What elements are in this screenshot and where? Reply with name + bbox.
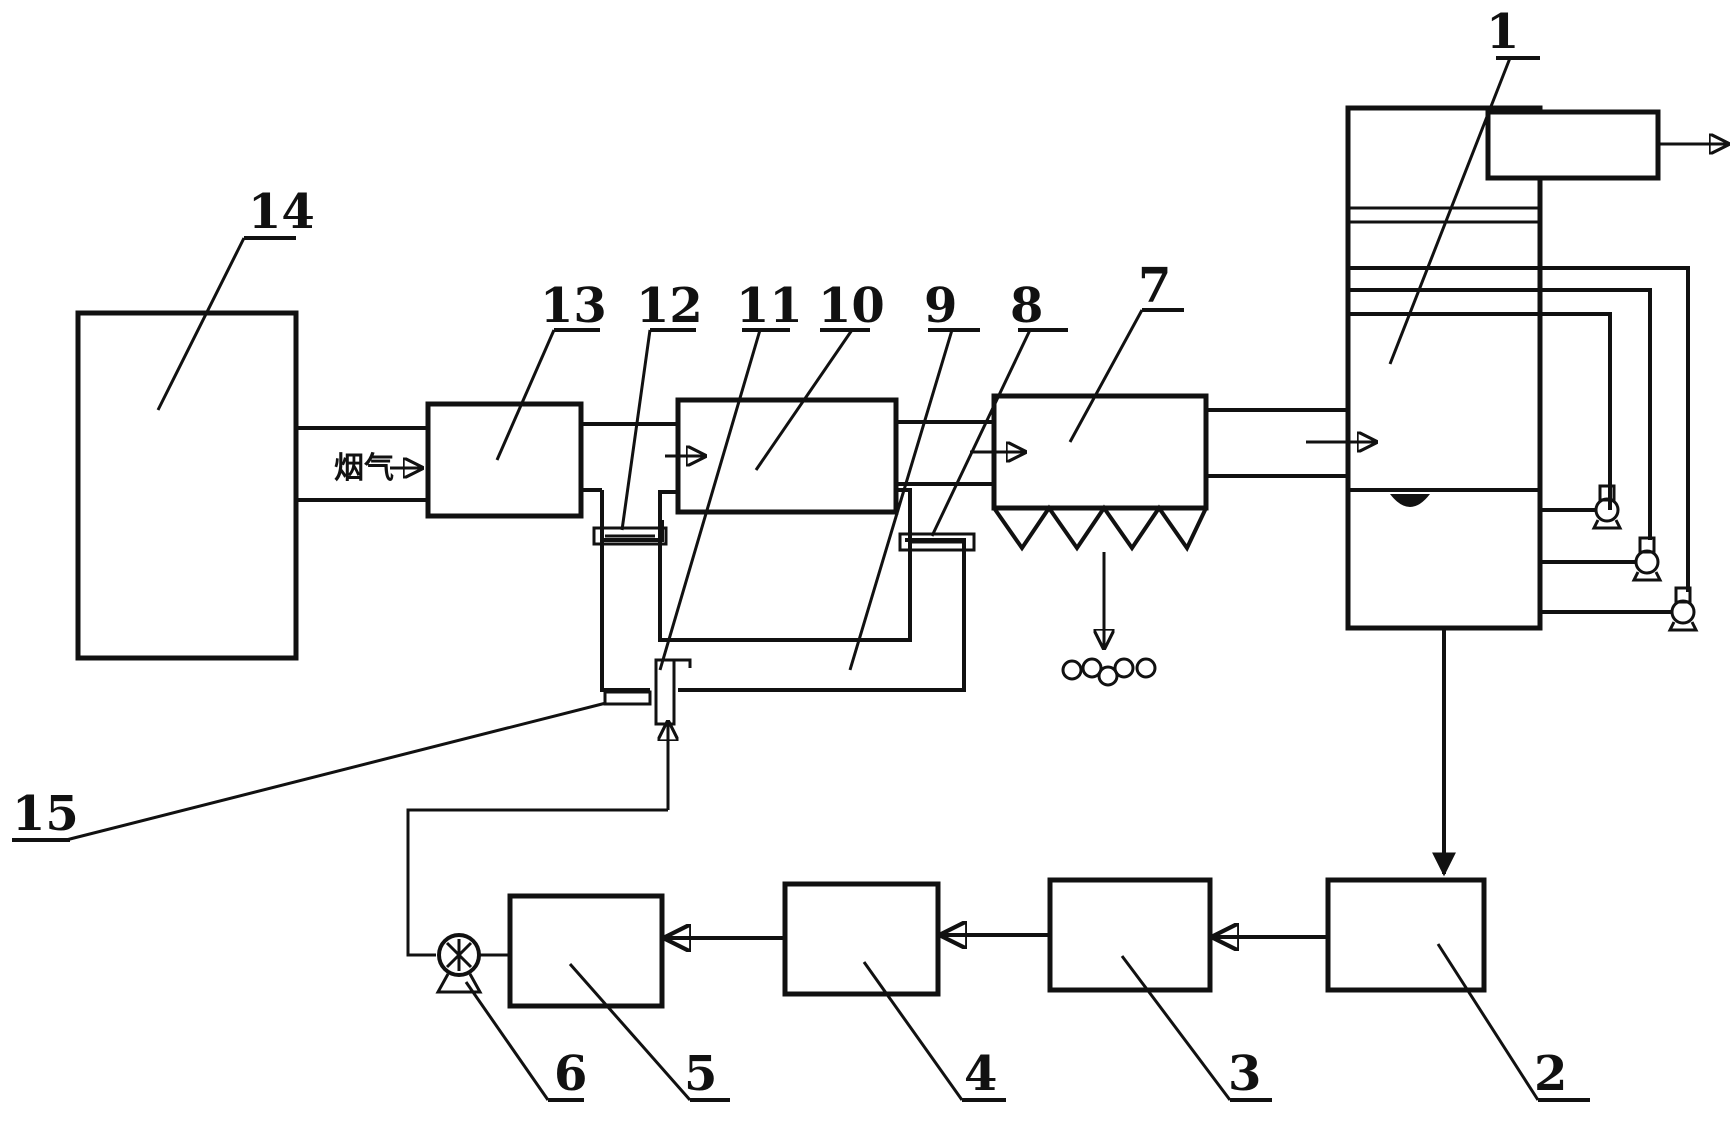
pump-feed-pipe xyxy=(406,808,668,957)
label-2: 2 xyxy=(1534,1046,1567,1102)
label-15: 15 xyxy=(12,786,79,842)
label-10: 10 xyxy=(818,278,885,334)
pump-6-symbol xyxy=(445,939,473,971)
label-7: 7 xyxy=(1138,258,1171,314)
unit-5-box xyxy=(507,893,665,1009)
unit-11-nozzle-cap xyxy=(656,658,692,668)
recirc-line-2 xyxy=(1348,288,1652,564)
unit-3-box xyxy=(1047,877,1213,993)
duct-14-13 xyxy=(296,426,428,502)
unit-7-box xyxy=(991,393,1209,511)
unit-12-element xyxy=(592,526,668,546)
label-4: 4 xyxy=(964,1046,997,1102)
unit-2-box xyxy=(1325,877,1487,993)
unit-8-element xyxy=(898,532,976,552)
unit-15-element xyxy=(603,690,652,706)
duct-7-1 xyxy=(1206,408,1348,478)
label-3: 3 xyxy=(1228,1046,1261,1102)
loop-12-vessel xyxy=(600,490,664,692)
label-9: 9 xyxy=(924,278,957,334)
label-underlines xyxy=(12,56,1590,1102)
label-8: 8 xyxy=(1010,278,1043,334)
flue-gas-label: 烟气 xyxy=(334,451,394,486)
label-12: 12 xyxy=(636,278,703,334)
label-1: 1 xyxy=(1486,4,1519,60)
label-13: 13 xyxy=(540,278,607,334)
label-5: 5 xyxy=(684,1046,717,1102)
pump-icon xyxy=(1631,536,1663,582)
unit-13-box xyxy=(425,401,584,519)
recirc-line-3 xyxy=(1348,266,1690,614)
leader-lines xyxy=(65,57,1540,1101)
unit-4-box xyxy=(782,881,941,997)
pump-6-base xyxy=(435,973,483,994)
dust-pellets xyxy=(1061,657,1157,687)
duct-10-7 xyxy=(896,420,994,486)
recirc-line-1 xyxy=(1348,312,1612,512)
loop-inner-pipe xyxy=(658,488,912,642)
pump-icon xyxy=(1667,586,1699,632)
unit-14-box xyxy=(75,310,299,661)
duct-13-10 xyxy=(581,422,678,492)
label-14: 14 xyxy=(248,184,315,240)
unit-1-outlet-box xyxy=(1485,109,1661,181)
unit-7-hoppers xyxy=(992,504,1208,552)
pump-icon xyxy=(1591,484,1623,530)
unit-1-liquid-mark xyxy=(1390,494,1430,507)
label-11: 11 xyxy=(736,278,803,334)
loop-outer-pipe xyxy=(678,538,966,692)
unit-1-tower xyxy=(1345,105,1543,631)
label-6: 6 xyxy=(554,1046,587,1102)
